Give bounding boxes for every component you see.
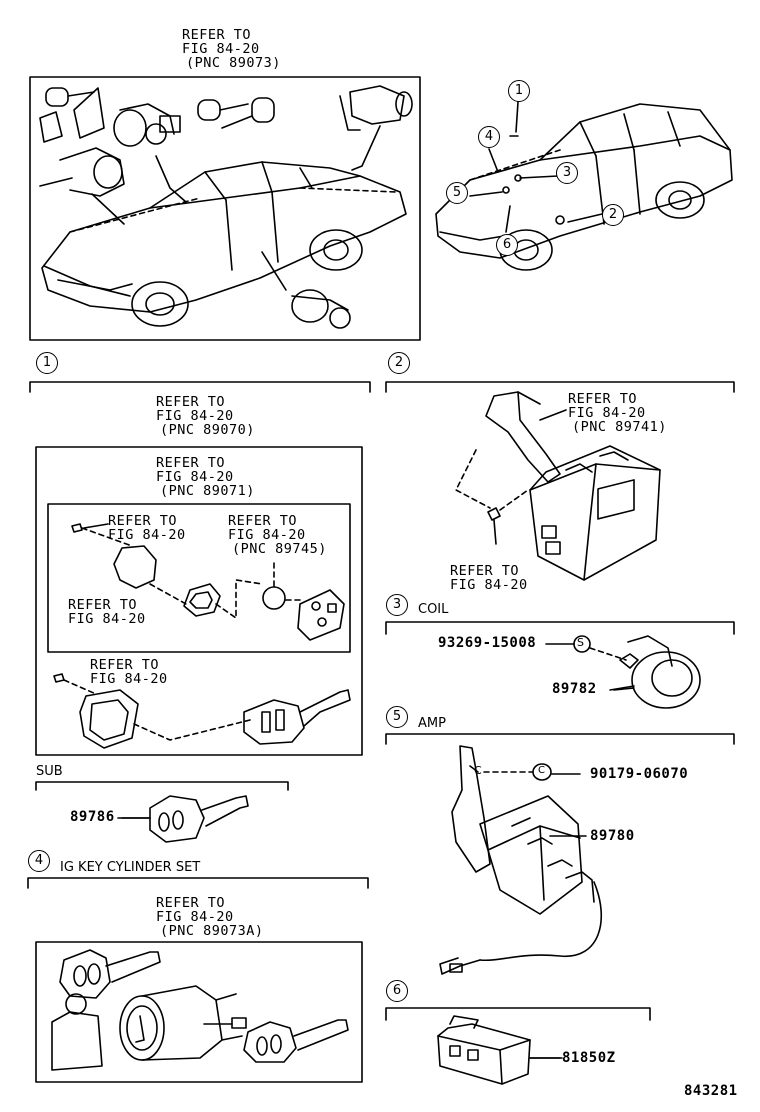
part-89780: 89780 [590, 828, 635, 844]
clip-symbol-left: C [474, 764, 482, 777]
part-81850Z: 81850Z [562, 1050, 616, 1066]
part-93269-15008: 93269-15008 [438, 635, 537, 651]
section5-title: AMP [418, 716, 446, 731]
section5-parts [439, 745, 602, 975]
overview-refer-l2: FIG 84-20 [182, 41, 260, 57]
sub-key [121, 795, 249, 843]
s1-screw-refer-l2: FIG 84-20 [108, 527, 186, 543]
s1-battery-refer-l2: FIG 84-20 [228, 527, 306, 543]
s1-inner-refer-l3: (PNC 89071) [160, 483, 255, 499]
s1-inner-refer-l1: REFER TO [156, 455, 226, 471]
leader-refer-2a [539, 409, 567, 421]
s1-outer-refer-l2: FIG 84-20 [156, 408, 234, 424]
overview-refer-l3: (PNC 89073) [186, 55, 281, 71]
overview-callout-2: 2 [602, 204, 624, 226]
section1-number: 1 [36, 352, 58, 374]
section4-parts [51, 949, 349, 1071]
leader-89782 [609, 685, 635, 691]
s2-bracket-refer-l3: (PNC 89741) [572, 419, 667, 435]
section3-parts [573, 635, 701, 709]
s2-bolt-refer-l1: REFER TO [450, 563, 520, 579]
section5-bracket [385, 733, 735, 745]
section4-number: 4 [28, 850, 50, 872]
section6-bracket [385, 1007, 651, 1021]
overview-parts [39, 85, 413, 329]
section5-number: 5 [386, 706, 408, 728]
section1-parts [53, 523, 351, 749]
s2-bracket-refer-l1: REFER TO [568, 391, 638, 407]
s1-screw-refer-l1: REFER TO [108, 513, 178, 529]
part-90179-06070: 90179-06070 [590, 766, 689, 782]
part-89782: 89782 [552, 681, 597, 697]
s1-gasket-refer-l2: FIG 84-20 [68, 611, 146, 627]
leader-refer-1a [83, 523, 109, 529]
section6-parts [437, 1015, 563, 1085]
s1-battery-refer-l1: REFER TO [228, 513, 298, 529]
sub-bracket [35, 781, 289, 791]
section4-title: IG KEY CYLINDER SET [60, 860, 201, 875]
section1-outer-frame [35, 446, 363, 756]
section3-number: 3 [386, 594, 408, 616]
s2-bolt-refer-l2: FIG 84-20 [450, 577, 528, 593]
overview-refer-l1: REFER TO [182, 27, 252, 43]
section4-frame [35, 941, 363, 1083]
s1-gasket-refer-l1: REFER TO [68, 597, 138, 613]
overview-callout-5: 5 [446, 182, 468, 204]
clip-symbol: C [538, 765, 545, 776]
s1-outer-refer-l3: (PNC 89070) [160, 422, 255, 438]
section2-parts [455, 391, 661, 581]
s1-lower-refer-l2: FIG 84-20 [90, 671, 168, 687]
section2-number: 2 [388, 352, 410, 374]
overview-callout-6: 6 [496, 234, 518, 256]
s4-refer-l2: FIG 84-20 [156, 909, 234, 925]
overview-car-left [41, 161, 407, 327]
screw-symbol: S [577, 636, 584, 649]
s1-battery-refer-l3: (PNC 89745) [232, 541, 327, 557]
section1-bracket [29, 381, 371, 393]
section2-bracket [385, 381, 735, 393]
sub-label: SUB [36, 764, 63, 779]
overview-callout-4: 4 [478, 126, 500, 148]
s1-outer-refer-l1: REFER TO [156, 394, 226, 410]
overview-callout-1: 1 [508, 80, 530, 102]
s1-lower-refer-l1: REFER TO [90, 657, 160, 673]
section1-inner-frame [47, 503, 351, 653]
section3-bracket [385, 621, 735, 635]
section3-title: COIL [418, 602, 449, 617]
overview-callout-3: 3 [556, 162, 578, 184]
overview-frame [29, 76, 421, 341]
s4-refer-l1: REFER TO [156, 895, 226, 911]
s1-inner-refer-l2: FIG 84-20 [156, 469, 234, 485]
s4-refer-l3: (PNC 89073A) [160, 923, 264, 939]
section6-number: 6 [386, 980, 408, 1002]
figure-number: 843281 [684, 1083, 738, 1099]
section4-bracket [27, 877, 369, 889]
overview-car-right [435, 101, 733, 271]
part-89786: 89786 [70, 809, 115, 825]
s2-bracket-refer-l2: FIG 84-20 [568, 405, 646, 421]
